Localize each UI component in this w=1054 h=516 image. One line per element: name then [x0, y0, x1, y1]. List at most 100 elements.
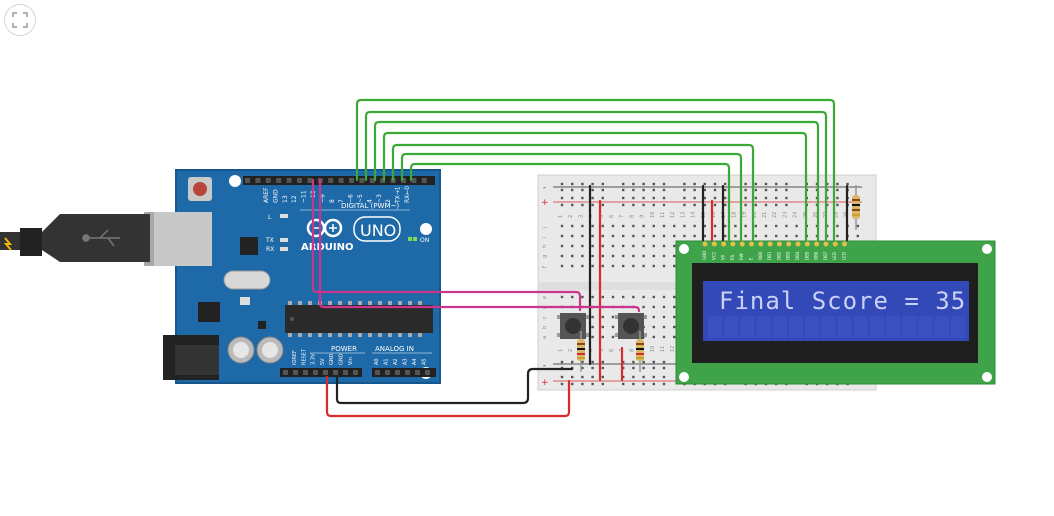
- led-rx-label: RX: [266, 246, 274, 253]
- analog-header: [372, 368, 436, 377]
- lcd-pin[interactable]: [721, 241, 727, 247]
- lcd-pin[interactable]: [758, 241, 764, 247]
- header-pin[interactable]: [307, 178, 313, 183]
- fit-to-view-button[interactable]: [4, 4, 36, 36]
- lcd-pin[interactable]: [711, 241, 717, 247]
- lcd-pin-label: DB6: [814, 251, 819, 260]
- lcd-pin[interactable]: [823, 241, 829, 247]
- digital-pin-label: 12: [291, 195, 298, 203]
- column-number: 5: [599, 215, 605, 218]
- lcd-pin[interactable]: [702, 241, 708, 247]
- header-pin[interactable]: [411, 178, 417, 183]
- push-button-2[interactable]: [615, 313, 647, 339]
- rail-plus-top: +: [541, 198, 549, 208]
- lcd-pin-label: E: [749, 257, 754, 260]
- wire-magenta-1: [311, 178, 582, 312]
- dc-power-jack: [163, 335, 219, 380]
- rail-minus-top: -: [543, 183, 546, 192]
- row-letter: f: [542, 266, 548, 268]
- column-number: 26: [813, 212, 819, 218]
- arduino-logo-text: ARDUINO: [301, 242, 353, 253]
- power-label: POWER: [331, 345, 357, 353]
- power-pin-label: RESET: [301, 348, 307, 365]
- analog-pin-label: A1: [384, 358, 390, 365]
- column-number: 16: [711, 212, 717, 218]
- column-number: 5: [599, 349, 605, 352]
- wire-red-5v: [325, 375, 571, 418]
- row-letter: j: [542, 227, 548, 229]
- lcd-pin[interactable]: [795, 241, 801, 247]
- lcd-pin[interactable]: [776, 241, 782, 247]
- header-pin[interactable]: [338, 178, 344, 183]
- header-pin[interactable]: [265, 178, 271, 183]
- usb-connector: [0, 212, 212, 266]
- digital-pwm-label: DIGITAL (PWM~): [341, 202, 399, 210]
- digital-pin-label: 2: [385, 199, 392, 203]
- resistor-button-2[interactable]: [636, 331, 644, 372]
- header-pin[interactable]: [276, 178, 282, 183]
- header-pin[interactable]: [421, 178, 427, 183]
- fit-to-view-icon: [12, 12, 28, 28]
- header-pin[interactable]: [255, 178, 261, 183]
- lcd-pin[interactable]: [842, 241, 847, 247]
- column-number: 8: [629, 349, 635, 352]
- push-button-1[interactable]: [557, 313, 589, 339]
- lcd-pin-label: GND: [702, 251, 707, 260]
- lcd-pin[interactable]: [786, 241, 792, 247]
- digital-pin-label: ~11: [301, 190, 308, 203]
- board-model-label: UNO: [360, 221, 396, 240]
- digital-pin-label: 8: [329, 199, 336, 203]
- digital-pin-label: GND: [272, 189, 279, 203]
- wire-green-4: [382, 131, 808, 242]
- column-number: 7: [619, 215, 625, 218]
- power-pin-label: 5V: [320, 358, 326, 365]
- column-number: 12: [670, 346, 676, 352]
- digital-pin-label: 4: [366, 199, 373, 203]
- column-number: 20: [752, 212, 758, 218]
- lcd-pin[interactable]: [804, 241, 810, 247]
- header-pin[interactable]: [297, 178, 302, 183]
- power-pin-label: Vin: [348, 357, 354, 365]
- lcd-pin-label: RW: [739, 253, 744, 260]
- lcd-pin[interactable]: [730, 241, 736, 247]
- lcd-pin-label: LED: [842, 252, 847, 260]
- wire-black-gnd: [335, 367, 574, 405]
- column-number: 1: [558, 215, 564, 218]
- header-pin[interactable]: [328, 178, 334, 183]
- header-pin[interactable]: [245, 178, 250, 183]
- lcd-pin[interactable]: [767, 241, 773, 247]
- wire-green-3: [373, 120, 820, 242]
- column-number: 23: [782, 212, 788, 218]
- digital-pin-label: 7: [338, 199, 345, 203]
- row-letter: a: [542, 336, 548, 339]
- analog-in-label: ANALOG IN: [375, 345, 414, 353]
- power-pin-label: 3.3V: [311, 353, 317, 365]
- lcd-display-text: Final Score = 35: [719, 287, 966, 315]
- header-pin[interactable]: [369, 178, 375, 183]
- header-pin[interactable]: [359, 178, 365, 183]
- usb-icon: [82, 229, 120, 247]
- digital-pin-label: RX←0: [404, 186, 411, 203]
- column-number: 22: [772, 212, 778, 218]
- lcd-pin[interactable]: [739, 241, 745, 247]
- lcd-pin-label: DB2: [776, 251, 781, 260]
- header-pin[interactable]: [380, 178, 386, 183]
- arduino-logo-icon: [306, 218, 343, 238]
- lcd-pin-label: DB4: [795, 251, 800, 260]
- lcd-pin[interactable]: [814, 241, 820, 247]
- column-number: 6: [609, 215, 615, 218]
- lcd-pin[interactable]: [749, 241, 754, 247]
- column-number: 12: [670, 212, 676, 218]
- header-pin[interactable]: [401, 178, 406, 183]
- lcd-pin[interactable]: [832, 241, 838, 247]
- resistor-button-1[interactable]: [577, 331, 585, 372]
- column-number: 8: [629, 215, 635, 218]
- resistor-backlight[interactable]: [852, 185, 860, 230]
- lcd-pin-label: DB5: [804, 251, 809, 260]
- header-pin[interactable]: [349, 178, 354, 183]
- row-letter: c: [542, 316, 548, 319]
- header-pin[interactable]: [286, 178, 292, 183]
- wire-green-5: [391, 143, 755, 242]
